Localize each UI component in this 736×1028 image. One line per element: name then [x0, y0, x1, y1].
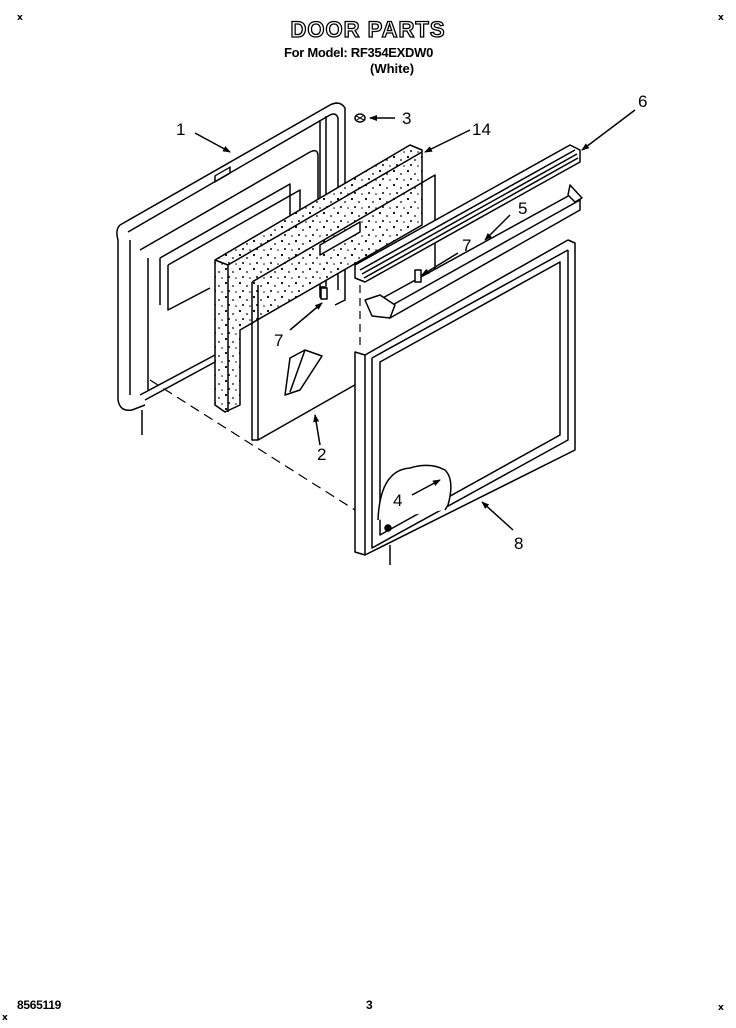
- callout-3: 3: [402, 109, 411, 128]
- door-frame: [354, 239, 576, 565]
- callout-14: 14: [472, 120, 491, 139]
- color-line: (White): [370, 61, 415, 76]
- callout-7-lower: 7: [274, 331, 283, 350]
- door-trim-top: [354, 144, 581, 283]
- clip-upper: [414, 269, 422, 283]
- window-pack: [377, 464, 452, 532]
- callout-8: 8: [514, 534, 523, 553]
- page-title: DOOR PARTS: [290, 17, 446, 42]
- corner-mark-top-left: x: [17, 13, 23, 23]
- corner-mark-bottom-right: x: [718, 1003, 724, 1013]
- insulation: [214, 144, 423, 413]
- corner-mark-bottom-left: x: [2, 1013, 8, 1023]
- page-number: 3: [366, 998, 373, 1012]
- screw: [354, 113, 366, 123]
- corner-mark-top-right: x: [718, 13, 724, 23]
- callout-4: 4: [393, 491, 402, 510]
- model-line: For Model: RF354EXDW0: [284, 45, 433, 60]
- callout-1: 1: [176, 120, 185, 139]
- callout-5: 5: [518, 199, 527, 218]
- callout-6: 6: [638, 92, 647, 111]
- door-frame-top: [364, 184, 583, 319]
- callout-2: 2: [317, 445, 326, 464]
- clip-lower: [320, 287, 328, 300]
- callout-7-upper: 7: [462, 236, 471, 255]
- part-code: 8565119: [17, 998, 61, 1012]
